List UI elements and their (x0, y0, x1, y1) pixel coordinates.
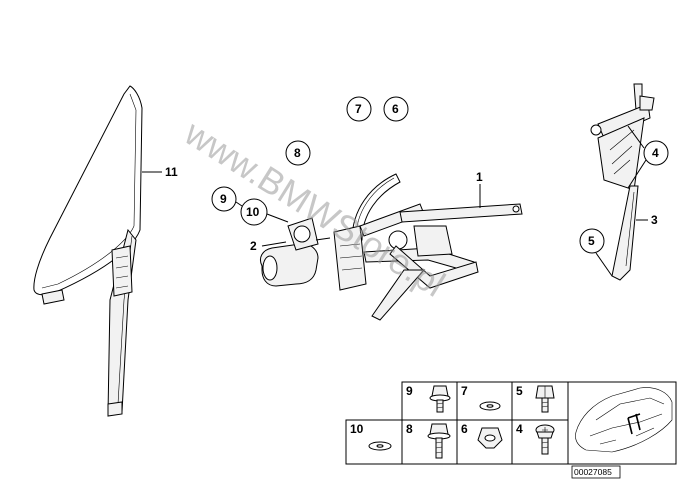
leader-9 (235, 201, 243, 207)
washer-icon (368, 441, 392, 451)
callout-10: 10 (246, 205, 260, 219)
hex-nut-icon (477, 427, 503, 449)
callout-7: 7 (355, 102, 362, 116)
table-cell-label: 6 (461, 422, 468, 436)
callout-3: 3 (651, 213, 658, 227)
callout-5: 5 (588, 234, 595, 248)
callout-11: 11 (165, 165, 178, 179)
window-motor-part (259, 217, 331, 287)
flange-screw-icon (427, 423, 451, 459)
car-outline-icon (575, 387, 673, 453)
flange-screw-icon (429, 385, 451, 413)
callout-4: 4 (652, 146, 659, 160)
callout-10-circle: 10 (240, 198, 268, 226)
callout-4-circle: 4 (643, 140, 669, 166)
callout-1: 1 (476, 170, 483, 184)
table-cell-label: 7 (461, 384, 468, 398)
leader-2 (261, 241, 287, 247)
callout-9: 9 (220, 192, 227, 206)
callout-9-circle: 9 (211, 186, 237, 212)
leader-10 (266, 213, 289, 223)
callout-7-circle: 7 (346, 96, 372, 122)
car-thumbnail: 00027085 (567, 381, 677, 479)
window-regulator-part (333, 173, 523, 321)
leader-4a (627, 125, 645, 149)
table-cell-label: 5 (516, 384, 523, 398)
callout-2: 2 (250, 239, 257, 253)
diagram-code: 00027085 (574, 467, 612, 477)
callout-6: 6 (392, 102, 399, 116)
table-cell-label: 9 (406, 384, 413, 398)
leader-5 (595, 252, 613, 277)
window-glass-part (33, 85, 143, 417)
callout-5-circle: 5 (579, 228, 605, 254)
leader-4b (627, 159, 647, 189)
callout-8-circle: 8 (285, 140, 311, 166)
guide-rail-part (590, 83, 655, 281)
table-cell-label: 10 (350, 422, 364, 436)
torx-screw-icon (535, 424, 555, 455)
table-cell-label: 4 (516, 422, 523, 436)
washer-icon (479, 401, 501, 411)
small-parts-table: 9 7 5 10 8 6 4 (345, 381, 569, 465)
table-cell-label: 8 (406, 422, 413, 436)
hex-bolt-icon (535, 385, 555, 413)
callout-6-circle: 6 (383, 96, 409, 122)
callout-8: 8 (294, 146, 301, 160)
